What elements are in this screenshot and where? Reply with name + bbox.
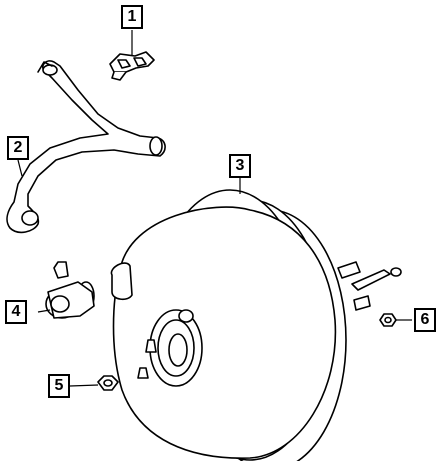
callout-4: 4 (5, 300, 27, 324)
callout-5-label: 5 (54, 377, 64, 394)
part-5-nut (97, 375, 119, 391)
part-3-brake-booster (110, 189, 402, 461)
callout-3-label: 3 (235, 157, 245, 174)
callout-4-label: 4 (11, 303, 21, 320)
callout-2-label: 2 (13, 139, 23, 156)
part-2-vacuum-hose (6, 60, 166, 234)
callout-1-label: 1 (127, 8, 137, 25)
part-1-clip (109, 51, 155, 81)
part-4-fitting (45, 261, 95, 319)
leader-lines (17, 30, 412, 387)
callout-2: 2 (7, 136, 29, 160)
callout-5: 5 (48, 374, 70, 398)
callout-6-label: 6 (420, 311, 430, 328)
callout-3: 3 (229, 154, 251, 178)
callout-1: 1 (121, 5, 143, 29)
callout-6: 6 (414, 308, 436, 332)
part-6-nut (379, 313, 397, 327)
